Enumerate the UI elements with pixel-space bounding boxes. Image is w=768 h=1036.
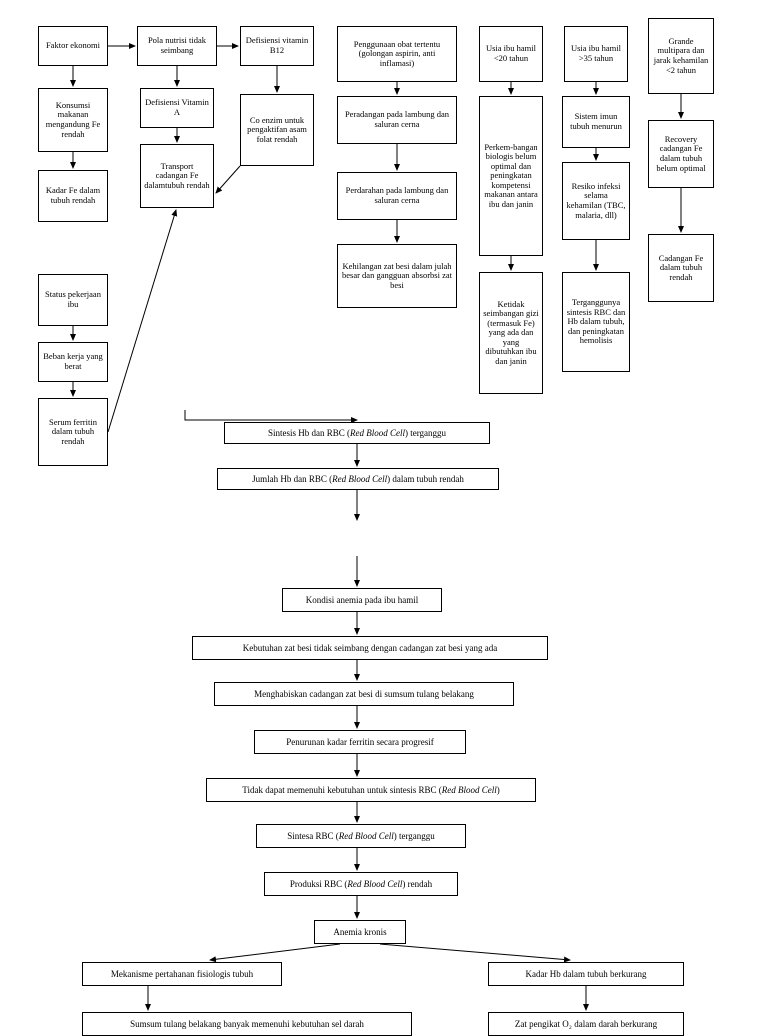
node-grande-multipara: Grande multipara dan jarak kehamilan <2 … xyxy=(648,18,714,94)
node-label: Produksi RBC (Red Blood Cell) rendah xyxy=(289,878,433,889)
node-label: Kebutuhan zat besi tidak seimbang dengan… xyxy=(242,642,498,653)
node-label: Cadangan Fe dalam tubuh rendah xyxy=(658,252,704,282)
node-perkembangan-biologis: Perkem-bangan biologis belum optimal dan… xyxy=(479,96,543,256)
node-tidak-dapat-memenuhi: Tidak dapat memenuhi kebutuhan untuk sin… xyxy=(206,778,536,802)
node-cadangan-fe-rendah: Cadangan Fe dalam tubuh rendah xyxy=(648,234,714,302)
edge-anemia-kronis-to-mekanisme-pertahanan xyxy=(209,943,341,963)
node-status-pekerjaan: Status pekerjaan ibu xyxy=(38,274,108,326)
node-perdarahan-lambung: Perdarahan pada lambung dan saluran cern… xyxy=(337,172,457,220)
edge-co-enzim-to-transport-cadangan-fe xyxy=(215,165,241,194)
node-label: Recovery cadangan Fe dalam tubuh belum o… xyxy=(656,133,706,173)
node-label: Perkem-bangan biologis belum optimal dan… xyxy=(484,141,538,209)
node-usia-lebih-35: Usia ibu hamil >35 tahun xyxy=(564,26,628,82)
node-label: Anemia kronis xyxy=(333,926,387,937)
node-sistem-imun-menurun: Sistem imun tubuh menurun xyxy=(562,96,630,148)
node-menghabiskan-cadangan: Menghabiskan cadangan zat besi di sumsum… xyxy=(214,682,514,706)
node-usia-kurang-20: Usia ibu hamil <20 tahun xyxy=(479,26,543,82)
edge-anemia-kronis-to-kadar-hb-berkurang xyxy=(379,943,571,963)
node-label: Jumlah Hb dan RBC (Red Blood Cell) dalam… xyxy=(252,473,464,484)
node-label: Perdarahan pada lambung dan saluran cern… xyxy=(345,185,449,205)
node-label: Transport cadangan Fe dalamtubuh rendah xyxy=(144,160,210,190)
node-label: Kadar Hb dalam tubuh berkurang xyxy=(525,968,647,979)
node-penggunaan-obat: Penggunaan obat tertentu (golongan aspir… xyxy=(337,26,457,82)
node-label: Kehilangan zat besi dalam julah besar da… xyxy=(342,260,452,290)
edge-kadar-fe-rendah-to-sintesis-hb-terganggu xyxy=(184,410,358,423)
node-konsumsi-fe-rendah: Konsumsi makanan mengandung Fe rendah xyxy=(38,88,108,152)
node-label: Defisiensi Vitamin A xyxy=(145,97,209,117)
node-sumsum-tulang-banyak: Sumsum tulang belakang banyak memenuhi k… xyxy=(82,1012,412,1036)
node-label: Terganggunya sintesis RBC dan Hb dalam t… xyxy=(566,297,626,346)
node-label: Kadar Fe dalam tubuh rendah xyxy=(45,185,101,205)
node-label: Resiko infeksi selama kehamilan (TBC, ma… xyxy=(566,180,626,220)
node-kadar-fe-rendah: Kadar Fe dalam tubuh rendah xyxy=(38,170,108,222)
node-pola-nutrisi: Pola nutrisi tidak seimbang xyxy=(137,26,217,66)
node-label: Ketidak seimbangan gizi (termasuk Fe) ya… xyxy=(483,298,539,366)
node-label: Mekanisme pertahanan fisiologis tubuh xyxy=(110,968,254,979)
node-co-enzim: Co enzim untuk pengaktifan asam folat re… xyxy=(240,94,314,166)
node-resiko-infeksi: Resiko infeksi selama kehamilan (TBC, ma… xyxy=(562,162,630,240)
node-label: Penurunan kadar ferritin secara progresi… xyxy=(286,736,434,747)
node-label: Kondisi anemia pada ibu hamil xyxy=(305,594,419,605)
node-label: Grande multipara dan jarak kehamilan <2 … xyxy=(653,35,709,75)
edge-serum-ferritin-rendah-to-transport-cadangan-fe xyxy=(107,209,178,433)
node-kondisi-anemia: Kondisi anemia pada ibu hamil xyxy=(282,588,442,612)
node-serum-ferritin-rendah: Serum ferritin dalam tubuh rendah xyxy=(38,398,108,466)
node-label: Peradangan pada lambung dan saluran cern… xyxy=(344,109,450,129)
node-sintesis-hb-terganggu: Sintesis Hb dan RBC (Red Blood Cell) ter… xyxy=(224,422,490,444)
node-label: Faktor ekonomi xyxy=(45,40,101,51)
node-label: Pola nutrisi tidak seimbang xyxy=(147,35,207,55)
node-label: Tidak dapat memenuhi kebutuhan untuk sin… xyxy=(242,784,500,795)
node-peradangan-lambung: Peradangan pada lambung dan saluran cern… xyxy=(337,96,457,144)
node-label: Beban kerja yang berat xyxy=(43,351,103,371)
node-zat-pengikat-o2: Zat pengikat O₂ dalam darah berkurang xyxy=(488,1012,684,1036)
node-anemia-kronis: Anemia kronis xyxy=(314,920,406,944)
node-label: Menghabiskan cadangan zat besi di sumsum… xyxy=(254,688,474,699)
node-terganggunya-sintesis-rbc: Terganggunya sintesis RBC dan Hb dalam t… xyxy=(562,272,630,372)
node-label: Penggunaan obat tertentu (golongan aspir… xyxy=(353,38,441,68)
node-defisiensi-b12: Defisiensi vitamin B12 xyxy=(240,26,314,66)
node-label: Sintesis Hb dan RBC (Red Blood Cell) ter… xyxy=(267,427,447,438)
node-label: Status pekerjaan ibu xyxy=(45,289,101,309)
node-beban-kerja-berat: Beban kerja yang berat xyxy=(38,342,108,382)
node-jumlah-hb-rendah: Jumlah Hb dan RBC (Red Blood Cell) dalam… xyxy=(217,468,499,490)
node-label: Serum ferritin dalam tubuh rendah xyxy=(49,416,97,446)
node-transport-cadangan-fe: Transport cadangan Fe dalamtubuh rendah xyxy=(140,144,214,208)
node-kehilangan-zat-besi: Kehilangan zat besi dalam julah besar da… xyxy=(337,244,457,308)
node-label: Sintesa RBC (Red Blood Cell) terganggu xyxy=(287,830,435,841)
node-label: Defisiensi vitamin B12 xyxy=(245,35,309,55)
node-defisiensi-vit-a: Defisiensi Vitamin A xyxy=(140,88,214,128)
node-kadar-hb-berkurang: Kadar Hb dalam tubuh berkurang xyxy=(488,962,684,986)
node-sintesa-rbc-terganggu: Sintesa RBC (Red Blood Cell) terganggu xyxy=(256,824,466,848)
node-label: Sistem imun tubuh menurun xyxy=(570,111,622,131)
node-label: Konsumsi makanan mengandung Fe rendah xyxy=(45,99,101,139)
node-label: Co enzim untuk pengaktifan asam folat re… xyxy=(247,114,307,144)
node-mekanisme-pertahanan: Mekanisme pertahanan fisiologis tubuh xyxy=(82,962,282,986)
node-kebutuhan-zat-besi: Kebutuhan zat besi tidak seimbang dengan… xyxy=(192,636,548,660)
node-penurunan-ferritin: Penurunan kadar ferritin secara progresi… xyxy=(254,730,466,754)
node-recovery-cadangan-fe: Recovery cadangan Fe dalam tubuh belum o… xyxy=(648,120,714,188)
node-produksi-rbc-rendah: Produksi RBC (Red Blood Cell) rendah xyxy=(264,872,458,896)
node-label: Usia ibu hamil >35 tahun xyxy=(570,43,622,63)
node-faktor-ekonomi: Faktor ekonomi xyxy=(38,26,108,66)
node-ketidak-seimbangan-gizi: Ketidak seimbangan gizi (termasuk Fe) ya… xyxy=(479,272,543,394)
node-label: Usia ibu hamil <20 tahun xyxy=(485,43,537,63)
